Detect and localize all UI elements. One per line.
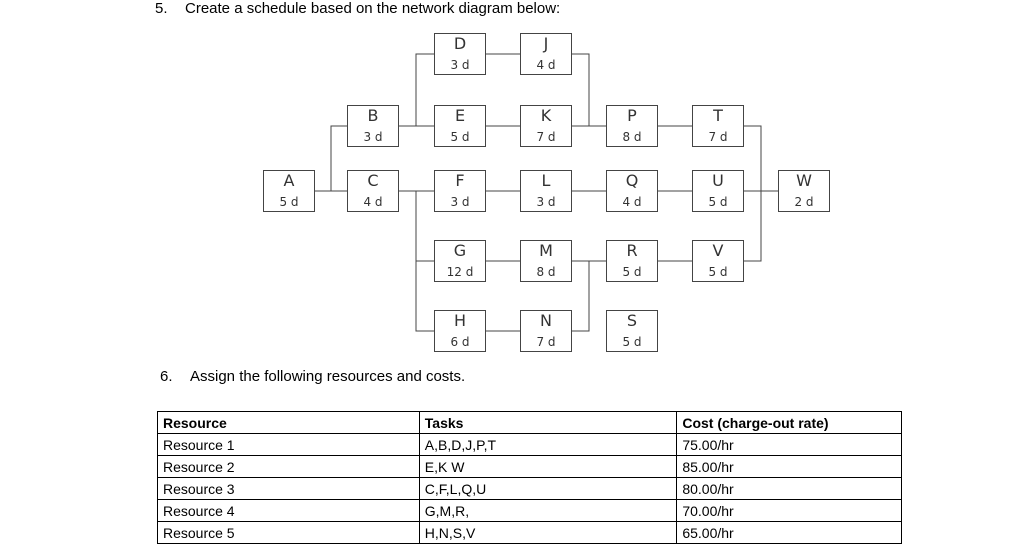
node-D-id: D [453, 34, 467, 53]
cell-resource: Resource 4 [157, 499, 420, 522]
node-R: R 5 d [606, 240, 658, 282]
node-J-duration: 4 d [536, 58, 556, 72]
node-H-duration: 6 d [450, 335, 470, 349]
node-F-duration: 3 d [450, 195, 470, 209]
node-H: H 6 d [434, 310, 486, 352]
network-diagram-edges [315, 53, 778, 332]
node-Q-id: Q [625, 171, 639, 190]
node-U: U 5 d [692, 170, 744, 212]
table-row: Resource 1 A,B,D,J,P,T 75.00/hr [157, 433, 902, 456]
node-E-duration: 5 d [450, 130, 470, 144]
node-V-duration: 5 d [708, 265, 728, 279]
node-U-id: U [712, 171, 724, 190]
cell-resource: Resource 3 [157, 477, 420, 500]
table-row: Resource 3 C,F,L,Q,U 80.00/hr [157, 477, 902, 500]
node-H-id: H [453, 311, 467, 330]
question-5-number: 5. [155, 0, 168, 17]
node-B: B 3 d [347, 105, 399, 147]
node-M: M 8 d [520, 240, 572, 282]
node-S: S 5 d [606, 310, 658, 352]
header-resource: Resource [157, 411, 420, 434]
header-tasks: Tasks [418, 411, 678, 434]
node-G: G 12 d [434, 240, 486, 282]
cell-tasks: E,K W [418, 455, 678, 478]
node-T: T 7 d [692, 105, 744, 147]
node-E: E 5 d [434, 105, 486, 147]
node-C: C 4 d [347, 170, 399, 212]
cell-cost: 80.00/hr [676, 477, 902, 500]
node-N-duration: 7 d [536, 335, 556, 349]
node-L: L 3 d [520, 170, 572, 212]
table-header-row: Resource Tasks Cost (charge-out rate) [157, 411, 902, 434]
node-F-id: F [455, 171, 465, 190]
node-Q: Q 4 d [606, 170, 658, 212]
cell-cost: 65.00/hr [676, 521, 902, 544]
node-N-id: N [540, 311, 552, 330]
node-E-id: E [454, 106, 466, 125]
cell-tasks: G,M,R, [418, 499, 678, 522]
node-K-id: K [540, 106, 552, 125]
node-B-id: B [367, 106, 379, 125]
node-P-duration: 8 d [622, 130, 642, 144]
node-D-duration: 3 d [450, 58, 470, 72]
node-A-duration: 5 d [279, 195, 299, 209]
node-A-id: A [283, 171, 295, 190]
cell-resource: Resource 1 [157, 433, 420, 456]
node-S-id: S [626, 311, 638, 330]
node-K-duration: 7 d [536, 130, 556, 144]
node-S-duration: 5 d [622, 335, 642, 349]
node-B-duration: 3 d [363, 130, 383, 144]
node-T-duration: 7 d [708, 130, 728, 144]
resource-cost-table: Resource Tasks Cost (charge-out rate) Re… [157, 411, 902, 544]
node-K: K 7 d [520, 105, 572, 147]
node-W: W 2 d [778, 170, 830, 212]
node-G-duration: 12 d [446, 265, 474, 279]
node-R-id: R [626, 241, 638, 260]
node-T-id: T [713, 106, 723, 125]
node-F: F 3 d [434, 170, 486, 212]
node-C-id: C [367, 171, 379, 190]
node-P-id: P [627, 106, 637, 125]
question-6-text: Assign the following resources and costs… [190, 368, 466, 385]
header-cost: Cost (charge-out rate) [676, 411, 902, 434]
node-A: A 5 d [263, 170, 315, 212]
cell-cost: 75.00/hr [676, 433, 902, 456]
cell-cost: 85.00/hr [676, 455, 902, 478]
node-N: N 7 d [520, 310, 572, 352]
node-P: P 8 d [606, 105, 658, 147]
question-6-number: 6. [160, 368, 173, 385]
node-L-id: L [541, 171, 551, 190]
cell-tasks: H,N,S,V [418, 521, 678, 544]
node-M-id: M [539, 241, 553, 260]
table-row: Resource 2 E,K W 85.00/hr [157, 455, 902, 478]
node-W-id: W [796, 171, 812, 190]
cell-resource: Resource 2 [157, 455, 420, 478]
network-diagram: A 5 d B 3 d C 4 d D 3 d E 5 d F 3 d G 12… [0, 20, 1025, 360]
cell-tasks: C,F,L,Q,U [418, 477, 678, 500]
cell-resource: Resource 5 [157, 521, 420, 544]
question-5-text: Create a schedule based on the network d… [185, 0, 561, 17]
node-G-id: G [453, 241, 467, 260]
node-J: J 4 d [520, 33, 572, 75]
node-L-duration: 3 d [536, 195, 556, 209]
node-R-duration: 5 d [622, 265, 642, 279]
node-W-duration: 2 d [794, 195, 814, 209]
node-D: D 3 d [434, 33, 486, 75]
cell-tasks: A,B,D,J,P,T [418, 433, 678, 456]
node-Q-duration: 4 d [622, 195, 642, 209]
node-C-duration: 4 d [363, 195, 383, 209]
table-row: Resource 4 G,M,R, 70.00/hr [157, 499, 902, 522]
node-J-id: J [543, 34, 549, 53]
cell-cost: 70.00/hr [676, 499, 902, 522]
node-V-id: V [712, 241, 724, 260]
node-M-duration: 8 d [536, 265, 556, 279]
node-V: V 5 d [692, 240, 744, 282]
node-U-duration: 5 d [708, 195, 728, 209]
table-row: Resource 5 H,N,S,V 65.00/hr [157, 521, 902, 544]
